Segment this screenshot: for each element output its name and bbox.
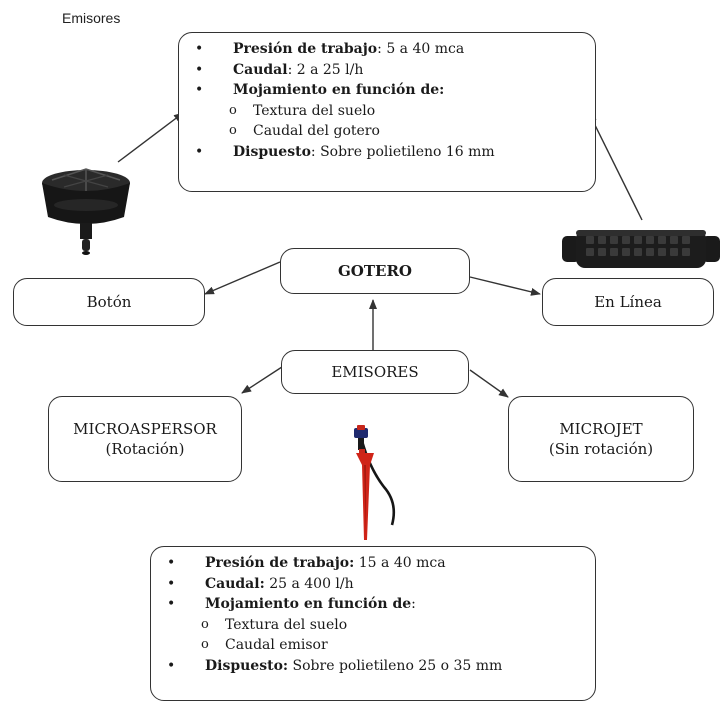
en-linea-node: En Línea bbox=[542, 278, 714, 326]
boton-node: Botón bbox=[13, 278, 205, 326]
arrow-inline-to-info bbox=[588, 112, 643, 221]
microjet-node: MICROJET (Sin rotación) bbox=[508, 396, 694, 482]
gotero-presion-item: Presión de trabajo: 5 a 40 mca bbox=[193, 39, 585, 60]
micro-presion-item: Presión de trabajo: 15 a 40 mca bbox=[165, 553, 585, 574]
micro-dispuesto-item: Dispuesto: Sobre polietileno 25 o 35 mm bbox=[165, 656, 585, 677]
gotero-sub2: Caudal del gotero bbox=[253, 123, 380, 139]
micro-sub1: Textura del suelo bbox=[225, 616, 348, 633]
micro-sprinkler-image bbox=[354, 425, 396, 540]
gotero-presion-value: : 5 a 40 mca bbox=[377, 41, 465, 57]
micro-presion-label: Presión de trabajo: bbox=[205, 555, 355, 571]
micro-caudal-value: 25 a 400 l/h bbox=[264, 575, 354, 592]
microjet-subtitle: (Sin rotación) bbox=[548, 440, 654, 458]
micro-presion-value: 15 a 40 mca bbox=[354, 555, 446, 571]
gotero-sub-item: Caudal del gotero bbox=[193, 121, 585, 142]
gotero-presion-label: Presión de trabajo bbox=[233, 41, 378, 57]
gotero-sub1: Textura del suelo bbox=[253, 102, 376, 119]
micro-caudal-item: Caudal: 25 a 400 l/h bbox=[165, 574, 585, 595]
en-linea-node-label: En Línea bbox=[594, 292, 662, 311]
gotero-caudal-label: Caudal bbox=[233, 61, 288, 78]
arrow-button-to-info bbox=[117, 112, 184, 163]
micro-dispuesto-label: Dispuesto: bbox=[205, 657, 289, 674]
micro-mojamiento-label: Mojamiento en función de bbox=[205, 596, 412, 612]
micro-mojamiento-colon: : bbox=[411, 596, 416, 612]
page-heading: Emisores bbox=[62, 10, 121, 26]
micro-dispuesto-value: Sobre polietileno 25 o 35 mm bbox=[288, 657, 503, 674]
arrow-gotero-to-enlinea bbox=[469, 276, 541, 296]
microaspersor-subtitle: (Rotación) bbox=[105, 440, 185, 458]
emisores-node-label: EMISORES bbox=[331, 362, 419, 381]
emisores-node: EMISORES bbox=[281, 350, 469, 394]
micro-info-box: Presión de trabajo: 15 a 40 mca Caudal: … bbox=[150, 546, 596, 701]
gotero-mojamiento-label: Mojamiento en función de: bbox=[233, 82, 445, 98]
micro-caudal-label: Caudal: bbox=[205, 575, 265, 592]
micro-sub-item: Caudal emisor bbox=[165, 635, 585, 656]
boton-node-label: Botón bbox=[86, 292, 132, 311]
gotero-info-box: Presión de trabajo: 5 a 40 mca Caudal: 2… bbox=[178, 32, 596, 192]
gotero-caudal-value: : 2 a 25 l/h bbox=[287, 61, 364, 78]
gotero-dispuesto-item: Dispuesto: Sobre polietileno 16 mm bbox=[193, 142, 585, 163]
microaspersor-title: MICROASPERSOR bbox=[73, 419, 217, 438]
arrow-emisores-to-microjet bbox=[469, 369, 509, 398]
gotero-dispuesto-label: Dispuesto bbox=[233, 143, 311, 160]
microjet-title: MICROJET bbox=[559, 419, 643, 438]
inline-dripper-image bbox=[562, 230, 720, 268]
gotero-caudal-item: Caudal: 2 a 25 l/h bbox=[193, 60, 585, 81]
micro-sub2: Caudal emisor bbox=[225, 637, 328, 653]
microaspersor-node: MICROASPERSOR (Rotación) bbox=[48, 396, 242, 482]
gotero-dispuesto-value: : Sobre polietileno 16 mm bbox=[310, 143, 495, 160]
arrow-emisores-to-microaspersor bbox=[241, 364, 286, 394]
button-dripper-image bbox=[42, 168, 130, 255]
gotero-node-label: GOTERO bbox=[337, 261, 412, 280]
gotero-sub-item: Textura del suelo bbox=[193, 101, 585, 122]
micro-sub-item: Textura del suelo bbox=[165, 615, 585, 636]
gotero-node: GOTERO bbox=[280, 248, 470, 294]
micro-mojamiento-item: Mojamiento en función de: bbox=[165, 594, 585, 615]
gotero-mojamiento-item: Mojamiento en función de: bbox=[193, 80, 585, 101]
arrow-gotero-to-boton bbox=[204, 261, 281, 295]
